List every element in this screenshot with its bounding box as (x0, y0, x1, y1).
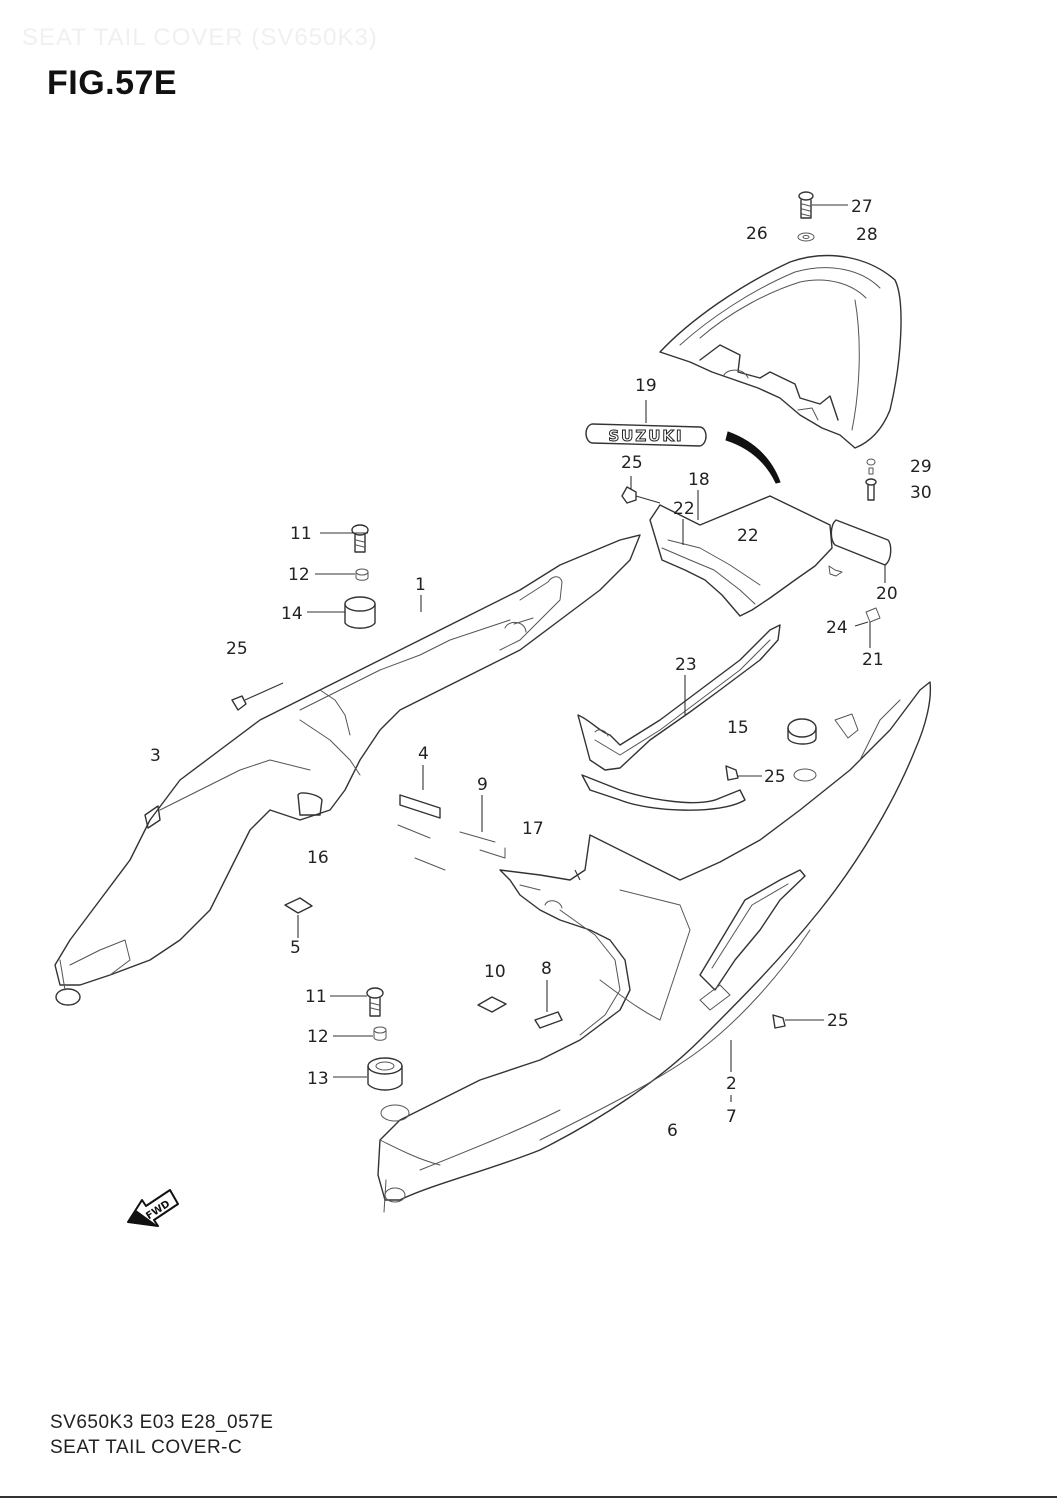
label-25-bottom: 25 (827, 1011, 849, 1031)
label-11-top: 11 (290, 524, 312, 544)
bracket-23-drawing (577, 624, 781, 811)
collar-12a-drawing (355, 568, 369, 581)
label-10: 10 (484, 962, 506, 982)
faint-page-title: SEAT TAIL COVER (SV650K3) (22, 24, 378, 51)
label-29: 29 (910, 457, 932, 477)
label-20: 20 (876, 584, 898, 604)
small-parts-drawing (144, 794, 506, 914)
screw-29-30-drawing (865, 458, 877, 501)
figure-title: FIG.57E (47, 64, 178, 102)
leader-lines (244, 204, 886, 1102)
left-frame-cover-drawing (54, 534, 641, 1006)
bolt-11b-drawing (366, 987, 384, 1017)
bottom-border (0, 1496, 1057, 1498)
right-side-cover-drawing (377, 681, 932, 1213)
decal-stripe (725, 431, 781, 484)
label-25-mid: 25 (764, 767, 786, 787)
bolt-27-drawing (797, 191, 815, 242)
label-19: 19 (635, 376, 657, 396)
label-5: 5 (290, 938, 301, 958)
label-22-right: 22 (737, 526, 759, 546)
label-3: 3 (150, 746, 161, 766)
label-4: 4 (418, 744, 429, 764)
label-1: 1 (415, 575, 426, 595)
label-21: 21 (862, 650, 884, 670)
label-28: 28 (856, 225, 878, 245)
label-25-top: 25 (621, 453, 643, 473)
label-26: 26 (746, 224, 768, 244)
label-8: 8 (541, 959, 552, 979)
part-number-labels: 27 26 28 19 25 18 22 22 29 30 11 12 14 1… (150, 197, 932, 1141)
label-23: 23 (675, 655, 697, 675)
label-25-left: 25 (226, 639, 248, 659)
label-12-bottom: 12 (307, 1027, 329, 1047)
grommet-14-drawing (344, 596, 376, 629)
footer-code: SV650K3 E03 E28_057E (50, 1412, 274, 1433)
label-11-bottom: 11 (305, 987, 327, 1007)
small-parts-lower-drawing (477, 996, 563, 1029)
bolt-11a-drawing (351, 524, 369, 553)
inner-fender-drawing (649, 495, 892, 623)
label-2: 2 (726, 1074, 737, 1094)
grommet-13-drawing (367, 1057, 403, 1091)
forward-arrow: FWD (127, 1189, 179, 1227)
emblem-text: SUZUKI (608, 427, 683, 445)
suzuki-emblem-drawing: SUZUKI (585, 423, 707, 447)
clip-25-drawings (231, 486, 786, 1029)
label-6: 6 (667, 1121, 678, 1141)
label-7: 7 (726, 1107, 737, 1127)
label-15: 15 (727, 718, 749, 738)
label-9: 9 (477, 775, 488, 795)
label-13: 13 (307, 1069, 329, 1089)
collar-12b-drawing (373, 1026, 387, 1041)
label-17: 17 (522, 819, 544, 839)
label-30: 30 (910, 483, 932, 503)
label-27: 27 (851, 197, 873, 217)
label-18: 18 (688, 470, 710, 490)
label-16: 16 (307, 848, 329, 868)
label-24: 24 (826, 618, 848, 638)
label-22-left: 22 (673, 499, 695, 519)
label-14: 14 (281, 604, 303, 624)
label-12-top: 12 (288, 565, 310, 585)
seat-cowl-drawing (659, 254, 902, 449)
footer-description: SEAT TAIL COVER-C (50, 1437, 243, 1458)
footer-caption: SV650K3 E03 E28_057E SEAT TAIL COVER-C (50, 1410, 273, 1460)
